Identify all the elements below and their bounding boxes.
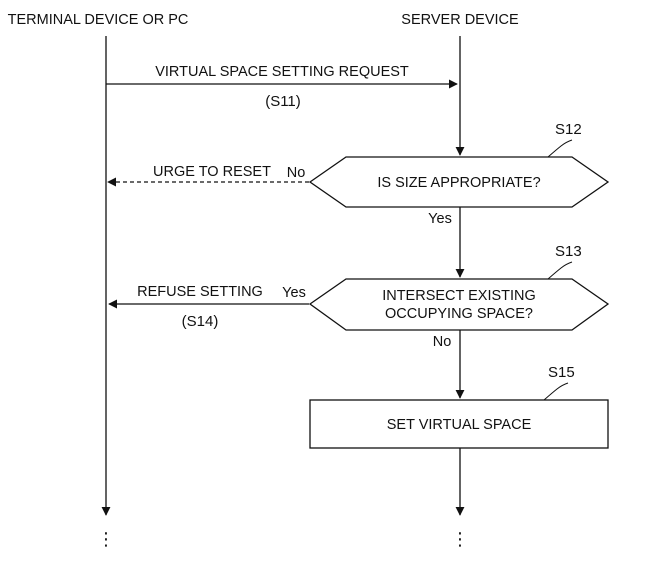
s12-text: IS SIZE APPROPRIATE? (377, 175, 540, 191)
s15-step-label: S15 (548, 364, 575, 381)
refuse-step-label: (S14) (182, 313, 219, 330)
s13-decision (308, 278, 610, 331)
s13-text-line1: INTERSECT EXISTING (382, 288, 536, 304)
server-continuation: ⋮ (451, 529, 469, 549)
s13-no-label: No (433, 334, 452, 350)
terminal-lane-title: TERMINAL DEVICE OR PC (8, 12, 189, 28)
urge-reset-label: URGE TO RESET (153, 164, 271, 180)
request-step-label: (S11) (265, 93, 301, 110)
s15-process (309, 399, 609, 449)
s13-yes-label: Yes (282, 285, 306, 301)
s15-leader (543, 382, 569, 401)
s15-text: SET VIRTUAL SPACE (387, 417, 532, 433)
s12-yes-label: Yes (428, 211, 452, 227)
s12-leader (547, 139, 573, 158)
server-lane-title: SERVER DEVICE (401, 12, 519, 28)
s12-decision (308, 156, 610, 208)
s13-step-label: S13 (555, 243, 582, 260)
s13-leader (547, 261, 573, 280)
s12-no-label: No (287, 165, 306, 181)
s13-text-line2: OCCUPYING SPACE? (385, 306, 533, 322)
request-label: VIRTUAL SPACE SETTING REQUEST (155, 64, 409, 80)
terminal-continuation: ⋮ (97, 529, 115, 549)
s12-step-label: S12 (555, 121, 582, 138)
refuse-label: REFUSE SETTING (137, 284, 263, 300)
